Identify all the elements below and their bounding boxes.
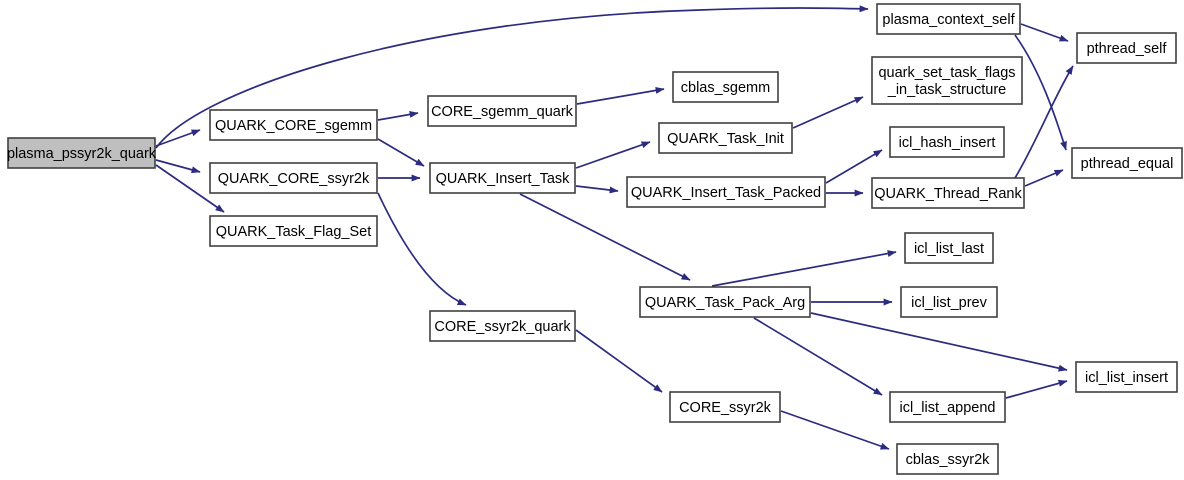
call-edge-QUARK_Task_Init-to-quark_set_task_flags_in_task_structure <box>792 96 864 129</box>
node-box-cblas_ssyr2k[interactable] <box>896 443 999 475</box>
call-edge-plasma_pssyr2k_quark-to-plasma_context_self <box>155 5 869 149</box>
call-edge-QUARK_Insert_Task-to-QUARK_Task_Pack_Arg <box>519 193 691 281</box>
call-edge-plasma_context_self-to-pthread_self <box>1020 23 1069 42</box>
node-label-icl_list_prev: icl_list_prev <box>911 295 987 311</box>
node-label-CORE_ssyr2k_quark: CORE_ssyr2k_quark <box>434 319 571 335</box>
graph-node-icl_list_append[interactable]: icl_list_append <box>889 391 1006 423</box>
node-box-QUARK_Thread_Rank[interactable] <box>871 177 1025 209</box>
graph-node-cblas_sgemm[interactable]: cblas_sgemm <box>672 71 779 103</box>
graph-node-icl_hash_insert[interactable]: icl_hash_insert <box>889 126 1005 158</box>
node-box-CORE_ssyr2k[interactable] <box>669 391 781 423</box>
node-label-pthread_self: pthread_self <box>1087 41 1168 57</box>
graph-node-CORE_ssyr2k[interactable]: CORE_ssyr2k <box>669 391 781 423</box>
call-edge-CORE_ssyr2k_quark-to-CORE_ssyr2k <box>575 329 663 393</box>
graph-node-QUARK_Insert_Task_Packed[interactable]: QUARK_Insert_Task_Packed <box>626 176 826 208</box>
graph-node-pthread_equal[interactable]: pthread_equal <box>1071 147 1183 179</box>
node-label-icl_list_append: icl_list_append <box>900 400 996 416</box>
node-box-icl_list_insert[interactable] <box>1075 361 1178 393</box>
call-edge-plasma_pssyr2k_quark-to-QUARK_Task_Flag_Set <box>155 164 225 213</box>
call-edge-QUARK_Thread_Rank-to-pthread_equal <box>1024 169 1064 187</box>
graph-node-icl_list_prev[interactable]: icl_list_prev <box>900 286 998 318</box>
node-label-plasma_context_self: plasma_context_self <box>882 12 1015 28</box>
node-box-CORE_sgemm_quark[interactable] <box>427 95 577 127</box>
node-label-pthread_equal: pthread_equal <box>1081 156 1174 172</box>
node-label-QUARK_CORE_sgemm: QUARK_CORE_sgemm <box>215 118 372 134</box>
call-edge-CORE_sgemm_quark-to-cblas_sgemm <box>576 86 665 105</box>
call-edge-plasma_pssyr2k_quark-to-QUARK_CORE_sgemm <box>155 129 201 147</box>
edge-layer <box>155 5 1074 450</box>
node-label-icl_hash_insert: icl_hash_insert <box>899 135 996 151</box>
call-edge-QUARK_CORE_ssyr2k-to-CORE_ssyr2k_quark <box>377 192 467 306</box>
node-layer: plasma_pssyr2k_quark QUARK_CORE_sgemmQUAR… <box>7 3 1183 475</box>
node-label-QUARK_Thread_Rank: QUARK_Thread_Rank <box>874 186 1022 202</box>
node-label-icl_list_insert: icl_list_insert <box>1085 370 1168 386</box>
graph-node-QUARK_Task_Init[interactable]: QUARK_Task_Init <box>658 122 793 154</box>
node-label-quark_set_task_flags_in_task_structure: quark_set_task_flags_in_task_structure <box>878 65 1015 98</box>
node-label-cblas_sgemm: cblas_sgemm <box>681 80 770 96</box>
call-edge-icl_list_append-to-icl_list_insert <box>1005 379 1068 399</box>
graph-node-QUARK_Thread_Rank[interactable]: QUARK_Thread_Rank <box>871 177 1025 209</box>
node-box-plasma_pssyr2k_quark[interactable] <box>7 137 156 169</box>
node-label-QUARK_Task_Pack_Arg: QUARK_Task_Pack_Arg <box>645 295 805 311</box>
node-label-QUARK_Insert_Task_Packed: QUARK_Insert_Task_Packed <box>631 185 821 201</box>
graph-node-QUARK_CORE_ssyr2k[interactable]: QUARK_CORE_ssyr2k <box>209 162 378 194</box>
node-box-QUARK_CORE_ssyr2k[interactable] <box>209 162 378 194</box>
graph-node-plasma_pssyr2k_quark[interactable]: plasma_pssyr2k_quark <box>7 137 157 169</box>
node-label-QUARK_Task_Flag_Set: QUARK_Task_Flag_Set <box>216 224 372 240</box>
call-edge-CORE_ssyr2k-to-cblas_ssyr2k <box>780 410 890 450</box>
node-box-QUARK_Task_Init[interactable] <box>658 122 793 154</box>
graph-node-QUARK_Task_Pack_Arg[interactable]: QUARK_Task_Pack_Arg <box>639 286 811 318</box>
graph-node-icl_list_insert[interactable]: icl_list_insert <box>1075 361 1178 393</box>
node-box-pthread_equal[interactable] <box>1071 147 1183 179</box>
node-box-pthread_self[interactable] <box>1076 32 1177 64</box>
call-edge-plasma_context_self-to-pthread_equal <box>1014 34 1067 151</box>
call-edge-QUARK_Insert_Task-to-QUARK_Insert_Task_Packed <box>575 185 619 194</box>
node-label-QUARK_Task_Init: QUARK_Task_Init <box>667 131 784 147</box>
node-label-CORE_sgemm_quark: CORE_sgemm_quark <box>431 104 574 120</box>
graph-node-QUARK_Insert_Task[interactable]: QUARK_Insert_Task <box>429 162 576 194</box>
graph-node-icl_list_last[interactable]: icl_list_last <box>904 232 994 264</box>
node-box-QUARK_Insert_Task[interactable] <box>429 162 576 194</box>
call-edge-QUARK_Insert_Task-to-QUARK_Task_Init <box>575 141 651 169</box>
node-box-quark_set_task_flags_in_task_structure[interactable] <box>871 56 1023 105</box>
node-box-CORE_ssyr2k_quark[interactable] <box>429 310 576 342</box>
call-edge-QUARK_Task_Pack_Arg-to-icl_list_append <box>753 317 883 396</box>
node-label-QUARK_CORE_ssyr2k: QUARK_CORE_ssyr2k <box>218 171 370 187</box>
node-box-cblas_sgemm[interactable] <box>672 71 779 103</box>
graph-node-cblas_ssyr2k[interactable]: cblas_ssyr2k <box>896 443 999 475</box>
call-edge-QUARK_CORE_sgemm-to-CORE_sgemm_quark <box>377 111 419 121</box>
node-box-QUARK_CORE_sgemm[interactable] <box>209 109 378 141</box>
node-box-QUARK_Task_Flag_Set[interactable] <box>209 215 378 247</box>
node-box-plasma_context_self[interactable] <box>876 3 1021 35</box>
graph-node-QUARK_CORE_sgemm[interactable]: QUARK_CORE_sgemm <box>209 109 378 141</box>
call-edge-QUARK_Task_Pack_Arg-to-icl_list_insert <box>810 312 1068 372</box>
node-label-CORE_ssyr2k: CORE_ssyr2k <box>679 400 772 416</box>
graph-node-quark_set_task_flags_in_task_structure[interactable]: quark_set_task_flags_in_task_structure <box>871 56 1023 105</box>
node-box-QUARK_Task_Pack_Arg[interactable] <box>639 286 811 318</box>
node-box-icl_hash_insert[interactable] <box>889 126 1005 158</box>
graph-node-CORE_sgemm_quark[interactable]: CORE_sgemm_quark <box>427 95 577 127</box>
node-label-plasma_pssyr2k_quark: plasma_pssyr2k_quark <box>7 146 157 162</box>
call-edge-QUARK_Insert_Task_Packed-to-icl_hash_insert <box>825 149 883 184</box>
call-edge-QUARK_Task_Pack_Arg-to-icl_list_last <box>711 250 897 287</box>
graph-node-CORE_ssyr2k_quark[interactable]: CORE_ssyr2k_quark <box>429 310 576 342</box>
call-edge-QUARK_CORE_sgemm-to-QUARK_Insert_Task <box>377 138 425 167</box>
node-box-QUARK_Insert_Task_Packed[interactable] <box>626 176 826 208</box>
call-edge-QUARK_Thread_Rank-to-pthread_self <box>1014 65 1074 179</box>
call-edge-plasma_pssyr2k_quark-to-QUARK_CORE_ssyr2k <box>155 159 201 174</box>
node-label-icl_list_last: icl_list_last <box>914 241 984 257</box>
node-label-cblas_ssyr2k: cblas_ssyr2k <box>906 452 991 468</box>
graph-node-QUARK_Task_Flag_Set[interactable]: QUARK_Task_Flag_Set <box>209 215 378 247</box>
graph-node-plasma_context_self[interactable]: plasma_context_self <box>876 3 1021 35</box>
node-label-QUARK_Insert_Task: QUARK_Insert_Task <box>436 171 571 187</box>
graph-node-pthread_self[interactable]: pthread_self <box>1076 32 1177 64</box>
node-box-icl_list_append[interactable] <box>889 391 1006 423</box>
node-box-icl_list_last[interactable] <box>904 232 994 264</box>
node-box-icl_list_prev[interactable] <box>900 286 998 318</box>
